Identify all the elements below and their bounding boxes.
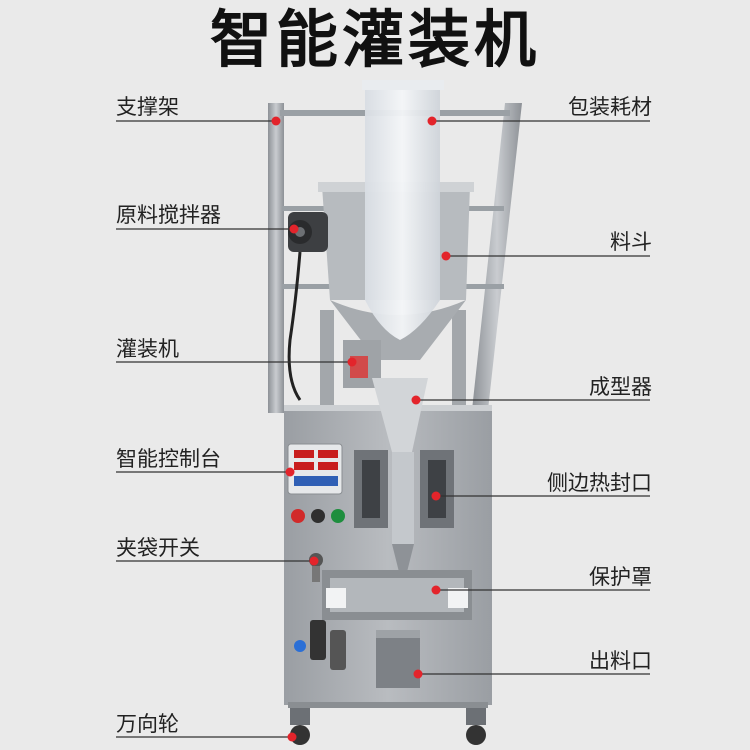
- callout-markers: [271, 116, 451, 742]
- label-casters: 万向轮: [116, 712, 179, 736]
- control-panel: [287, 443, 345, 523]
- mixer-motor: [287, 212, 328, 401]
- packaging-film: [362, 80, 444, 340]
- label-side-heat-seal: 侧边热封口: [547, 471, 652, 495]
- side-heat-seal: [354, 450, 454, 528]
- marker-control-panel: [285, 467, 295, 477]
- marker-mixer: [289, 224, 299, 234]
- leader-lines: [116, 120, 650, 738]
- label-support-frame: 支撑架: [116, 95, 179, 119]
- label-control-panel: 智能控制台: [116, 447, 221, 471]
- protective-cover: [322, 570, 472, 620]
- marker-hopper: [441, 251, 451, 261]
- marker-side-heat-seal: [431, 491, 441, 501]
- marker-packaging-film: [427, 116, 437, 126]
- pneumatic-unit: [294, 620, 346, 670]
- label-outlet: 出料口: [589, 649, 652, 673]
- marker-support-frame: [271, 116, 281, 126]
- label-packaging-film: 包装耗材: [568, 95, 652, 119]
- label-protective-cover: 保护罩: [589, 565, 652, 589]
- label-former: 成型器: [589, 375, 652, 399]
- marker-casters: [287, 732, 297, 742]
- marker-bag-clamp-switch: [309, 556, 319, 566]
- label-filler: 灌装机: [116, 337, 179, 361]
- casters: [288, 702, 488, 745]
- marker-filler: [347, 357, 357, 367]
- label-hopper: 料斗: [610, 230, 652, 254]
- label-bag-clamp-switch: 夹袋开关: [116, 536, 200, 560]
- marker-protective-cover: [431, 585, 441, 595]
- marker-outlet: [413, 669, 423, 679]
- label-mixer: 原料搅拌器: [116, 203, 221, 227]
- page-title: 智能灌装机: [209, 3, 540, 76]
- marker-former: [411, 395, 421, 405]
- outlet: [376, 630, 420, 688]
